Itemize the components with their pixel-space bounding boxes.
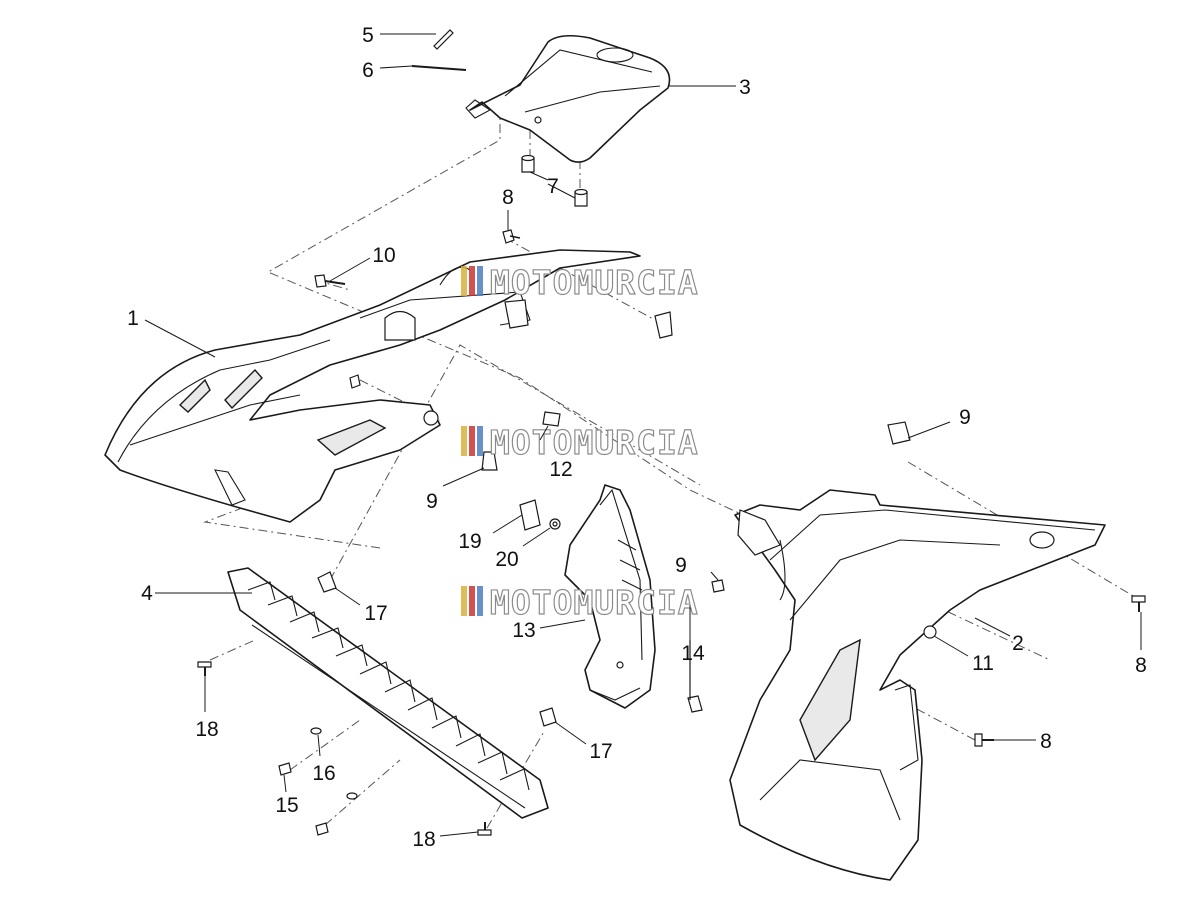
callout-c12: 12 bbox=[549, 458, 572, 481]
callout-c5: 5 bbox=[362, 24, 374, 47]
svg-text:MOTOMURCIA: MOTOMURCIA bbox=[490, 263, 699, 302]
watermark-logo-top: MOTOMURCIA bbox=[461, 262, 699, 303]
callout-c17a: 17 bbox=[364, 602, 387, 625]
part-13-inner-panel bbox=[564, 484, 656, 709]
part-6-rod bbox=[411, 65, 467, 71]
callout-c2: 2 bbox=[1012, 632, 1024, 655]
callout-c9c: 9 bbox=[675, 554, 687, 577]
callout-c4: 4 bbox=[141, 582, 153, 605]
watermark-logo-bottom: MOTOMURCIA bbox=[461, 582, 699, 623]
callout-c18b: 18 bbox=[412, 828, 435, 851]
screws-bolts-clips bbox=[197, 229, 1146, 836]
callout-c20: 20 bbox=[495, 548, 518, 571]
callout-c17b: 17 bbox=[589, 740, 612, 763]
part-5-pin bbox=[433, 29, 454, 50]
callout-c13: 13 bbox=[512, 619, 535, 642]
callout-c8a: 8 bbox=[502, 186, 514, 209]
callout-c15: 15 bbox=[275, 794, 298, 817]
watermark-logo-middle: MOTOMURCIA bbox=[461, 422, 699, 463]
callout-c18a: 18 bbox=[195, 718, 218, 741]
callout-c6: 6 bbox=[362, 59, 374, 82]
callout-c3: 3 bbox=[739, 76, 751, 99]
callout-c9b: 9 bbox=[959, 406, 971, 429]
svg-text:MOTOMURCIA: MOTOMURCIA bbox=[490, 423, 699, 462]
callout-c8c: 8 bbox=[1040, 730, 1052, 753]
leader-lines bbox=[144, 33, 1142, 837]
watermark: MOTOMURCIA MOTOMURCIA MOTOMURCIA bbox=[461, 262, 699, 623]
part-3-top-cover bbox=[465, 34, 671, 163]
part-2-right-fairing bbox=[729, 489, 1106, 881]
svg-text:MOTOMURCIA: MOTOMURCIA bbox=[490, 583, 699, 622]
callout-c1: 1 bbox=[127, 307, 139, 330]
callout-c16: 16 bbox=[312, 762, 335, 785]
callout-c11: 11 bbox=[972, 652, 994, 675]
part-4-louver-grille bbox=[227, 567, 549, 819]
callout-c8b: 8 bbox=[1135, 654, 1147, 677]
part-1-left-fairing bbox=[104, 249, 641, 523]
part-7-bushings bbox=[521, 154, 588, 207]
callout-c7: 7 bbox=[547, 175, 559, 198]
callout-c19: 19 bbox=[458, 530, 481, 553]
callout-c10: 10 bbox=[372, 244, 395, 267]
callout-c9a: 9 bbox=[426, 490, 438, 513]
callout-c14: 14 bbox=[681, 642, 705, 665]
